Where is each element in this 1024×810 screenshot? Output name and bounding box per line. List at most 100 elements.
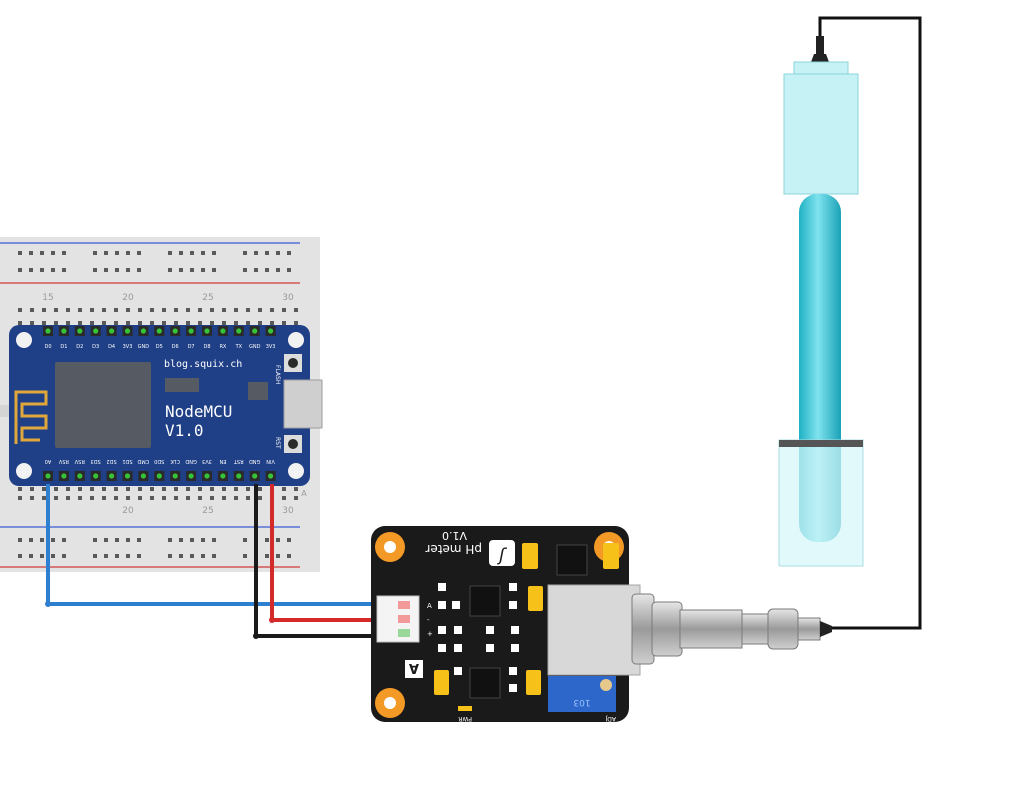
breadboard-hole <box>179 538 183 542</box>
header-pin-pad <box>172 328 178 334</box>
breadboard-hole <box>282 321 286 325</box>
bnc-socket-base <box>547 584 641 676</box>
breadboard-hole <box>243 251 247 255</box>
probe-protective-sleeve <box>778 439 864 567</box>
breadboard-hole <box>78 321 82 325</box>
pin-label: SD2 <box>106 458 116 464</box>
mount-hole <box>288 332 304 348</box>
smd-pad <box>511 644 519 652</box>
breadboard-hole <box>174 496 178 500</box>
breadboard-hole <box>150 496 154 500</box>
breadboard-hole <box>222 321 226 325</box>
breadboard-hole <box>258 496 262 500</box>
breadboard-hole <box>126 308 130 312</box>
antenna-trace <box>14 390 48 444</box>
breadboard-hole <box>179 554 183 558</box>
pin-label: TX <box>235 344 243 350</box>
breadboard-hole <box>254 251 258 255</box>
header-pin-pad <box>77 328 83 334</box>
breadboard-hole <box>102 321 106 325</box>
breadboard-hole <box>243 268 247 272</box>
breadboard-hole <box>294 308 298 312</box>
breadboard-hole <box>30 487 34 491</box>
pin-label: RSV <box>58 458 69 464</box>
pin-label: 3V3 <box>202 458 212 464</box>
breadboard-hole <box>222 487 226 491</box>
breadboard-hole <box>258 487 262 491</box>
pin-label: RST <box>233 458 244 464</box>
breadboard-hole <box>234 321 238 325</box>
breadboard-hole <box>90 308 94 312</box>
smd-pad <box>438 583 446 591</box>
header-pin-pad <box>268 473 274 479</box>
pin-label: GND <box>249 344 261 350</box>
wires <box>45 16 922 639</box>
breadboard-hole <box>179 268 183 272</box>
rst-button-cap[interactable] <box>288 439 298 449</box>
breadboard-hole <box>258 321 262 325</box>
bb-col-number: 25 <box>202 506 213 516</box>
probe-cap <box>783 73 859 195</box>
breadboard-hole <box>212 268 216 272</box>
breadboard-hole <box>287 268 291 272</box>
breadboard-hole <box>18 321 22 325</box>
connector-pin <box>398 615 410 623</box>
adj-label: ADJ <box>605 715 616 722</box>
breadboard-hole <box>126 496 130 500</box>
breadboard-hole <box>93 268 97 272</box>
bnc-body <box>679 609 743 649</box>
breadboard-hole <box>168 538 172 542</box>
breadboard-hole <box>174 308 178 312</box>
breadboard-hole <box>265 554 269 558</box>
pin-label: D0 <box>44 344 51 350</box>
breadboard-hole <box>42 308 46 312</box>
header-pin-pad <box>220 328 226 334</box>
header-pin-pad <box>268 328 274 334</box>
header-pin-pad <box>156 473 162 479</box>
smd-pad <box>454 626 462 634</box>
pot-screw-icon[interactable] <box>600 679 612 691</box>
breadboard-hole <box>287 251 291 255</box>
breadboard-hole <box>104 251 108 255</box>
breadboard-hole <box>42 321 46 325</box>
breadboard-hole <box>174 487 178 491</box>
wire-bend <box>253 633 259 639</box>
breadboard-hole <box>137 554 141 558</box>
bb-col-number: 30 <box>282 506 294 516</box>
breadboard-hole <box>18 487 22 491</box>
breadboard-hole <box>40 538 44 542</box>
cable-boot <box>820 621 832 637</box>
breadboard-hole <box>78 308 82 312</box>
breadboard-hole <box>276 251 280 255</box>
breadboard-hole <box>114 321 118 325</box>
breadboard-hole <box>138 321 142 325</box>
breadboard-hole <box>234 496 238 500</box>
header-pin-pad <box>77 473 83 479</box>
breadboard-hole <box>29 554 33 558</box>
nodemcu-name: NodeMCU <box>165 402 232 421</box>
flash-button-cap[interactable] <box>288 358 298 368</box>
pin-label: D5 <box>156 344 163 350</box>
breadboard-hole <box>66 487 70 491</box>
breadboard-hole <box>246 321 250 325</box>
breadboard-hole <box>62 268 66 272</box>
bb-col-number: 25 <box>202 293 213 303</box>
breadboard-hole <box>114 487 118 491</box>
breadboard-hole <box>90 487 94 491</box>
breadboard-hole <box>90 496 94 500</box>
smd-pad <box>486 644 494 652</box>
breadboard-hole <box>179 251 183 255</box>
breadboard-hole <box>276 268 280 272</box>
pin-label: CLK <box>170 458 180 464</box>
breadboard-hole <box>51 538 55 542</box>
breadboard-hole <box>190 538 194 542</box>
pin-label: SD3 <box>91 458 101 464</box>
breadboard-hole <box>198 496 202 500</box>
breadboard-hole <box>246 496 250 500</box>
breadboard-hole <box>104 268 108 272</box>
header-pin-pad <box>45 473 51 479</box>
chip <box>248 382 268 400</box>
breadboard-hole <box>265 268 269 272</box>
breadboard-hole <box>138 308 142 312</box>
